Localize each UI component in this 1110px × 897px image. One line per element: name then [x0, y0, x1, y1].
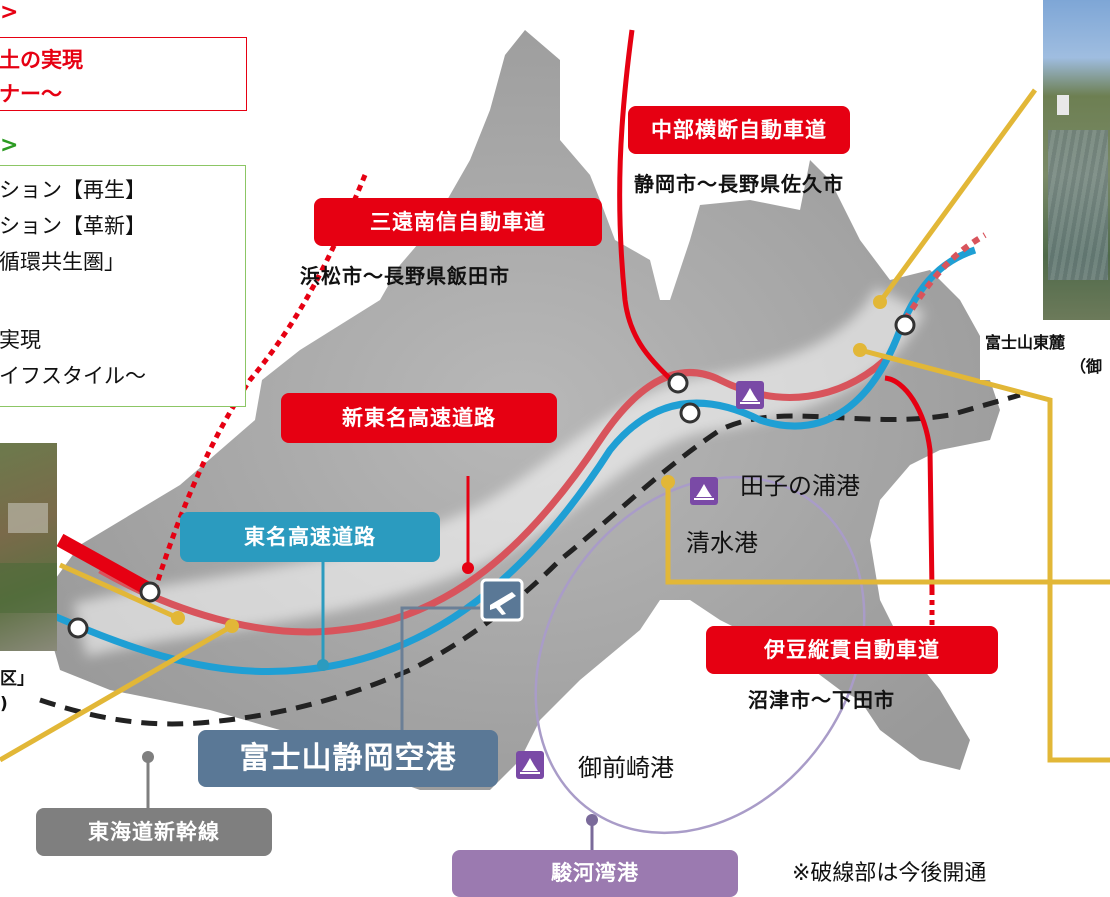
- chubu-odan-label: 中部横断自動車道: [628, 106, 850, 154]
- port-icon-tagonoura: [690, 477, 718, 505]
- left-green-box: ション【再生】 ション【革新】 循環共生圏」 実現 イフスタイル〜: [0, 165, 246, 407]
- airport-icon: [480, 578, 524, 622]
- right-caption-box: 富士山東麓 （御: [980, 325, 1110, 380]
- port-icon-omaezaki: [516, 751, 544, 779]
- izu-jukan-route: [884, 375, 935, 591]
- tomei-label: 東名高速道路: [180, 512, 440, 562]
- chubu-odan-route: [617, 29, 682, 390]
- left-caption-line1: 区」: [0, 669, 34, 689]
- shintomei-label: 新東名高速道路: [281, 393, 557, 443]
- omaezaki-port-label: 御前崎港: [578, 754, 674, 782]
- chubu-odan-route-text: 静岡市〜長野県佐久市: [634, 172, 844, 196]
- sanen-nanshin-route-text: 浜松市〜長野県飯田市: [300, 264, 510, 288]
- left-red-box: 土の実現 ナー〜: [0, 37, 247, 111]
- airport-label: 富士山静岡空港: [198, 730, 498, 787]
- farmland-photo-left: [0, 443, 57, 651]
- shinkansen-label: 東海道新幹線: [36, 808, 272, 856]
- suruga-bay-port-label: 駿河湾港: [452, 850, 738, 897]
- dashed-line-note: ※破線部は今後開通: [792, 861, 987, 886]
- left-red-header: >: [0, 0, 250, 26]
- left-caption-line2: ): [0, 694, 8, 714]
- tagonoura-port-label: 田子の浦港: [740, 472, 860, 500]
- suruga-bay-outline: [534, 475, 866, 835]
- sanen-nanshin-label: 三遠南信自動車道: [314, 198, 602, 246]
- sanen-nanshin-route: [152, 174, 368, 591]
- izu-jukan-route-text: 沼津市〜下田市: [748, 688, 895, 712]
- fuji-east-photo: [1043, 0, 1110, 320]
- port-icon-tagonoura-top: [736, 381, 764, 409]
- tomei-route: [38, 246, 977, 676]
- red-header-arrow: >: [0, 0, 19, 25]
- shimizu-port-label: 清水港: [686, 529, 758, 557]
- izu-jukan-label: 伊豆縦貫自動車道: [706, 626, 998, 674]
- green-header-arrow: >: [0, 133, 19, 158]
